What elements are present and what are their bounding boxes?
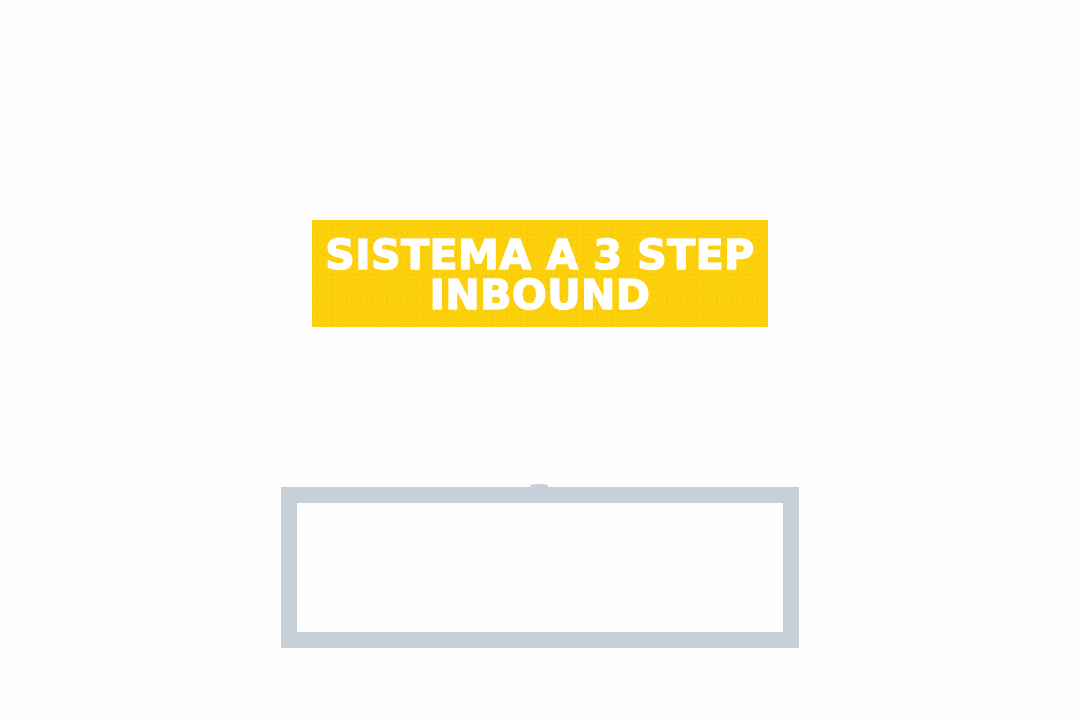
title-line-1: SISTEMA A 3 STEP — [325, 230, 755, 279]
title-banner: SISTEMA A 3 STEP INBOUND — [312, 220, 768, 327]
frame-notch — [530, 484, 548, 488]
title-line-2: INBOUND — [429, 270, 651, 319]
empty-content-frame — [281, 487, 799, 648]
